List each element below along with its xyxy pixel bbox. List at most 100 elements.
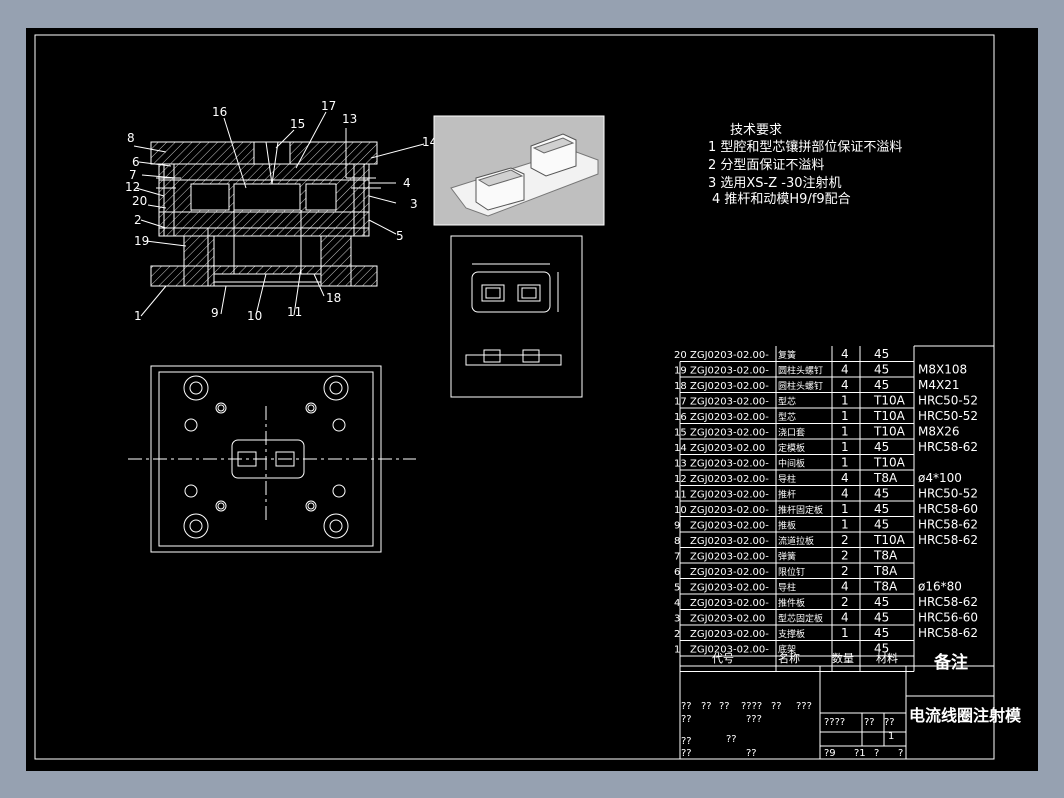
- leader-label: 15: [290, 117, 305, 131]
- plan-view: [128, 365, 416, 553]
- bom-cell-qty: 1: [841, 425, 849, 439]
- bom-cell-note: ø4*100: [918, 471, 962, 485]
- bom-cell-material: 45: [874, 502, 889, 516]
- bom-cell-no: 4: [674, 598, 680, 609]
- bom-cell-qty: 1: [841, 626, 849, 640]
- leader-label: 11: [287, 305, 302, 319]
- part-3d-render: [433, 115, 605, 226]
- bom-cell-code: ZGJ0203-02.00-: [690, 381, 769, 392]
- leader-label: 8: [127, 131, 135, 145]
- part-2d-view: [450, 235, 583, 398]
- title-block-cell: 1: [888, 731, 894, 742]
- bom-cell-material: T10A: [873, 394, 906, 408]
- bom-cell-name: 推件板: [778, 597, 805, 609]
- bom-cell-material: 45: [874, 487, 889, 501]
- title-block-cell: ??: [719, 701, 730, 712]
- bom-cell-name: 导柱: [778, 473, 796, 485]
- leader-label: 9: [211, 306, 219, 320]
- bom-cell-name: 推杆: [778, 489, 796, 501]
- bom-cell-material: T10A: [873, 425, 906, 439]
- bom-cell-name: 型芯: [778, 396, 796, 408]
- bom-cell-qty: 2: [841, 564, 849, 578]
- bom-header-name: 名称: [778, 651, 800, 665]
- bom-cell-qty: 1: [841, 409, 849, 423]
- bom-cell-name: 圆柱头螺钉: [778, 380, 823, 392]
- bom-cell-material: T8A: [873, 471, 898, 485]
- bom-cell-material: T8A: [873, 564, 898, 578]
- bom-cell-code: ZGJ0203-02.00-: [690, 366, 769, 377]
- title-block-cell: ?1: [854, 748, 866, 759]
- title-block-cell: ??: [701, 701, 712, 712]
- bom-cell-note: HRC58-60: [918, 502, 978, 516]
- bom-cell-qty: 4: [841, 378, 849, 392]
- bom-cell-no: 1: [674, 645, 680, 656]
- bom-cell-name: 中间板: [778, 458, 805, 470]
- leader-label: 18: [326, 291, 341, 305]
- bom-cell-name: 复簧: [778, 349, 796, 361]
- bom-cell-qty: 4: [841, 487, 849, 501]
- bom-cell-material: 45: [874, 518, 889, 532]
- bom-cell-qty: 2: [841, 533, 849, 547]
- bom-cell-code: ZGJ0203-02.00-: [690, 459, 769, 470]
- title-block-cell: ??: [864, 717, 875, 728]
- bom-cell-code: ZGJ0203-02.00-: [690, 567, 769, 578]
- bom-cell-name: 流道拉板: [778, 535, 814, 547]
- title-block-cell: ??: [681, 748, 692, 759]
- leader-label: 12: [125, 180, 140, 194]
- bom-cell-name: 浇口套: [778, 427, 805, 439]
- bom-cell-code: ZGJ0203-02.00: [690, 443, 765, 454]
- bom-cell-no: 2: [674, 629, 680, 640]
- title-block-cell: ??: [746, 748, 757, 759]
- bom-cell-note: HRC58-62: [918, 533, 978, 547]
- bom-cell-qty: 1: [841, 518, 849, 532]
- bom-cell-note: M8X108: [918, 363, 967, 377]
- bom-cell-name: 限位钉: [778, 566, 805, 578]
- leader-label: 20: [132, 194, 147, 208]
- bom-header: 代号 名称 数量 材料 备注: [712, 651, 968, 673]
- bom-cell-note: HRC50-52: [918, 409, 978, 423]
- bom-cell-material: T8A: [873, 580, 898, 594]
- bom-cell-material: T10A: [873, 409, 906, 423]
- bom-cell-name: 推杆固定板: [778, 504, 823, 516]
- drawing-viewport[interactable]: 1 2 3 4 5 6 7 8 9 10 11 12 13 14 15 16 1…: [26, 28, 1038, 771]
- bom-cell-qty: 4: [841, 471, 849, 485]
- bom-cell-material: 45: [874, 347, 889, 361]
- bom-cell-qty: 1: [841, 440, 849, 454]
- leader-label-set: 1 2 3 4 5 6 7 8 9 10 11 12 13 14 15 16 1…: [125, 99, 437, 323]
- title-block-cell: ??: [681, 736, 692, 747]
- bom-cell-note: HRC50-52: [918, 394, 978, 408]
- title-block-cell: ???: [796, 701, 812, 712]
- drawing-title: 电流线圈注射模: [909, 706, 1022, 725]
- leader-lines: [133, 111, 425, 317]
- bom-cell-code: ZGJ0203-02.00-: [690, 412, 769, 423]
- bom-cell-material: 45: [874, 363, 889, 377]
- bom-cell-no: 3: [674, 614, 680, 625]
- leader-label: 10: [247, 309, 262, 323]
- bom-cell-code: ZGJ0203-02.00-: [690, 428, 769, 439]
- bom-cell-material: T10A: [873, 533, 906, 547]
- bom-cell-note: HRC50-52: [918, 487, 978, 501]
- leader-label: 3: [410, 197, 418, 211]
- title-block: 电流线圈注射模 ????????????????????????????1???…: [679, 665, 1022, 760]
- bom-cell-qty: 2: [841, 595, 849, 609]
- bom-cell-note: M8X26: [918, 425, 959, 439]
- leader-label: 17: [321, 99, 336, 113]
- bom-cell-code: ZGJ0203-02.00-: [690, 474, 769, 485]
- bom-cell-code: ZGJ0203-02.00-: [690, 350, 769, 361]
- bom-cell-name: 支撑板: [778, 628, 805, 640]
- bom-cell-name: 推板: [778, 520, 796, 532]
- tech-requirement-item: 1 型腔和型芯镶拼部位保证不溢料: [708, 139, 902, 155]
- bom-cell-no: 15: [674, 428, 687, 439]
- bom-cell-code: ZGJ0203-02.00-: [690, 583, 769, 594]
- bom-cell-no: 6: [674, 567, 680, 578]
- bom-cell-code: ZGJ0203-02.00-: [690, 645, 769, 656]
- leader-label: 2: [134, 213, 142, 227]
- bom-cell-no: 18: [674, 381, 687, 392]
- bom-cell-no: 12: [674, 474, 687, 485]
- bom-cell-note: HRC56-60: [918, 611, 978, 625]
- bom-cell-qty: 4: [841, 611, 849, 625]
- bom-cell-material: 45: [874, 642, 889, 656]
- title-block-cell: ?: [874, 748, 879, 759]
- tech-requirement-item: 2 分型面保证不溢料: [708, 158, 824, 173]
